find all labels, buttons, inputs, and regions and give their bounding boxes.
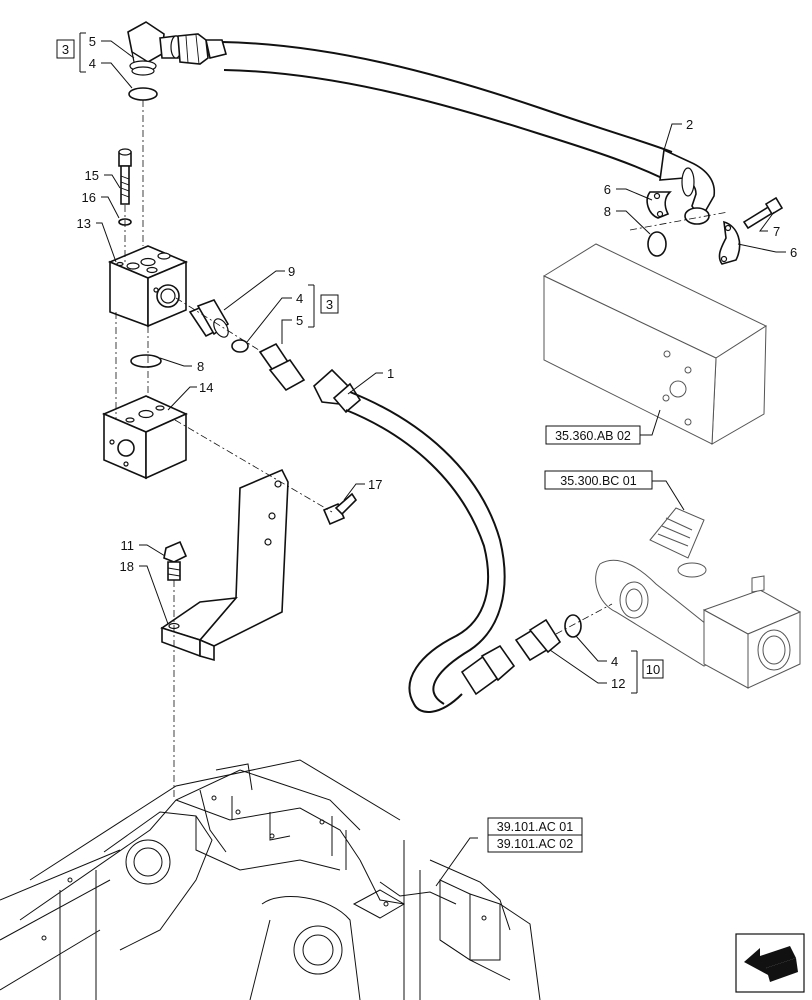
kit-box-3-mid xyxy=(320,294,339,314)
next-page-arrow-icon[interactable] xyxy=(735,933,805,993)
leader-lines xyxy=(96,40,786,887)
kit-box-10 xyxy=(642,659,664,679)
part-number-labels: 5 4 15 16 13 9 4 5 1 2 6 8 7 6 8 14 17 1… xyxy=(77,34,798,691)
elbow-fitting xyxy=(127,21,227,76)
ref-link-39101-01[interactable]: 39.101.AC 01 xyxy=(497,820,573,834)
label-4-top: 4 xyxy=(89,56,96,71)
o-ring-4-mid xyxy=(231,339,249,353)
o-ring-8-left xyxy=(130,354,162,368)
fitting-5-mid xyxy=(258,342,306,392)
label-12: 12 xyxy=(611,676,625,691)
label-4-mid: 4 xyxy=(296,291,303,306)
label-8-left: 8 xyxy=(197,359,204,374)
machine-frame xyxy=(0,759,541,1000)
label-1: 1 xyxy=(387,366,394,381)
assembly-centerlines xyxy=(115,100,729,798)
manifold-block-14 xyxy=(101,395,188,480)
ref-link-35300[interactable]: 35.300.BC 01 xyxy=(560,474,636,488)
label-17: 17 xyxy=(368,477,382,492)
ref-box-35360[interactable] xyxy=(545,425,641,445)
label-5-top: 5 xyxy=(89,34,96,49)
ref-box-39101-02[interactable] xyxy=(487,834,583,853)
kit-box-3-top xyxy=(56,39,75,59)
cap-screw-15 xyxy=(118,148,132,205)
ref-box-35300[interactable] xyxy=(544,470,653,490)
kit-label-10: 10 xyxy=(646,662,660,677)
label-6-lower: 6 xyxy=(790,245,797,260)
kit-label-3-top: 3 xyxy=(62,42,69,57)
valve-block-35360 xyxy=(542,243,768,445)
label-8-upper: 8 xyxy=(604,204,611,219)
o-ring-4-top xyxy=(128,87,158,101)
label-15: 15 xyxy=(85,168,99,183)
label-2: 2 xyxy=(686,117,693,132)
kit-label-3-mid: 3 xyxy=(326,297,333,312)
bolt-11 xyxy=(163,540,188,581)
label-16: 16 xyxy=(82,190,96,205)
o-ring-8-right xyxy=(647,231,667,257)
manifold-block-13 xyxy=(107,245,189,328)
hose-2 xyxy=(221,41,716,225)
label-13: 13 xyxy=(77,216,91,231)
label-11: 11 xyxy=(121,538,135,553)
label-6-upper: 6 xyxy=(604,182,611,197)
label-9: 9 xyxy=(288,264,295,279)
label-7: 7 xyxy=(773,224,780,239)
label-4-bottom: 4 xyxy=(611,654,618,669)
flange-half-6-upper xyxy=(646,191,672,219)
o-ring-4-bottom xyxy=(564,614,582,638)
adapter-9 xyxy=(188,299,230,338)
ref-link-35360[interactable]: 35.360.AB 02 xyxy=(555,429,631,443)
hose-1 xyxy=(313,368,516,714)
label-14: 14 xyxy=(199,380,213,395)
ref-link-39101-02[interactable]: 39.101.AC 02 xyxy=(497,837,573,851)
flange-half-6-lower xyxy=(718,220,741,265)
label-5-mid: 5 xyxy=(296,313,303,328)
group-braces xyxy=(79,32,638,694)
mounting-bracket xyxy=(160,468,289,662)
tee-fitting-35300 xyxy=(595,507,802,689)
adapter-12 xyxy=(514,618,562,662)
label-18: 18 xyxy=(120,559,134,574)
bolt-17 xyxy=(322,492,358,526)
